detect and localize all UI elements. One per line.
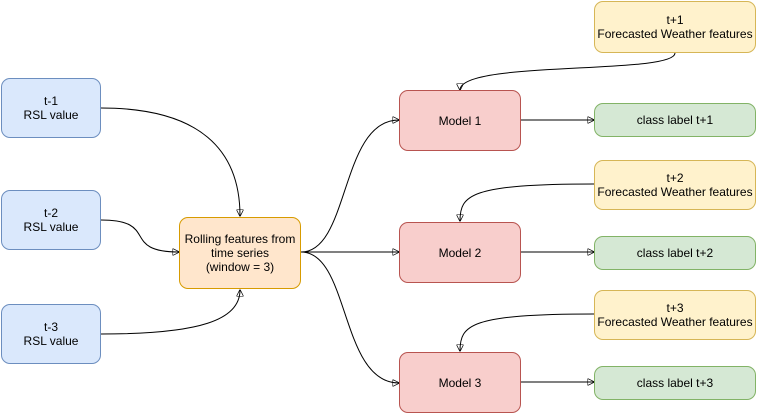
output-node-label: class label t+3 — [636, 376, 714, 390]
model-node-1[interactable]: Model 1 — [399, 90, 521, 151]
weather-node-feature-label: Forecasted Weather features — [597, 315, 753, 329]
edge-weather-1-to-model-1 — [460, 52, 676, 90]
input-node-t-3[interactable]: t-3 RSL value — [1, 304, 101, 364]
input-node-time-label: t-3 — [43, 320, 58, 334]
edge-t2-to-rolling — [100, 219, 179, 252]
rolling-features-label-line-3: (window = 3) — [205, 260, 275, 274]
input-node-time-label: t-1 — [43, 94, 58, 108]
edge-t3-to-rolling — [100, 290, 240, 335]
edge-t1-to-rolling — [100, 107, 240, 216]
input-node-time-label: t-2 — [43, 206, 58, 220]
model-node-2[interactable]: Model 2 — [399, 222, 521, 283]
weather-node-feature-label: Forecasted Weather features — [597, 27, 753, 41]
weather-node-time-label: t+3 — [666, 301, 684, 315]
rolling-features-node[interactable]: Rolling features from time series (windo… — [179, 217, 301, 289]
input-node-t-2[interactable]: t-2 RSL value — [1, 190, 101, 250]
output-node-class-label-t-plus-3[interactable]: class label t+3 — [594, 366, 756, 400]
weather-node-t-plus-3[interactable]: t+3 Forecasted Weather features — [594, 290, 756, 340]
weather-node-time-label: t+1 — [666, 13, 684, 27]
weather-node-t-plus-2[interactable]: t+2 Forecasted Weather features — [594, 160, 756, 210]
edge-weather-3-to-model-3 — [460, 313, 595, 351]
model-node-3[interactable]: Model 3 — [399, 352, 521, 413]
input-node-value-label: RSL value — [23, 334, 79, 348]
input-node-value-label: RSL value — [23, 220, 79, 234]
edge-rolling-to-model-1 — [300, 120, 399, 253]
weather-node-time-label: t+2 — [666, 171, 684, 185]
output-node-label: class label t+2 — [636, 246, 714, 260]
edge-weather-2-to-model-2 — [460, 183, 595, 221]
input-node-t-1[interactable]: t-1 RSL value — [1, 78, 101, 138]
rolling-features-label-line-1: Rolling features from — [184, 232, 296, 246]
input-node-value-label: RSL value — [23, 108, 79, 122]
edge-rolling-to-model-3 — [300, 251, 399, 383]
model-node-label: Model 3 — [438, 375, 482, 390]
output-node-class-label-t-plus-2[interactable]: class label t+2 — [594, 236, 756, 270]
weather-node-t-plus-1[interactable]: t+1 Forecasted Weather features — [594, 1, 756, 53]
output-node-class-label-t-plus-1[interactable]: class label t+1 — [594, 103, 756, 137]
output-node-label: class label t+1 — [636, 113, 714, 127]
rolling-features-label-line-2: time series — [210, 246, 269, 260]
model-node-label: Model 1 — [438, 113, 482, 128]
model-node-label: Model 2 — [438, 245, 482, 260]
weather-node-feature-label: Forecasted Weather features — [597, 185, 753, 199]
